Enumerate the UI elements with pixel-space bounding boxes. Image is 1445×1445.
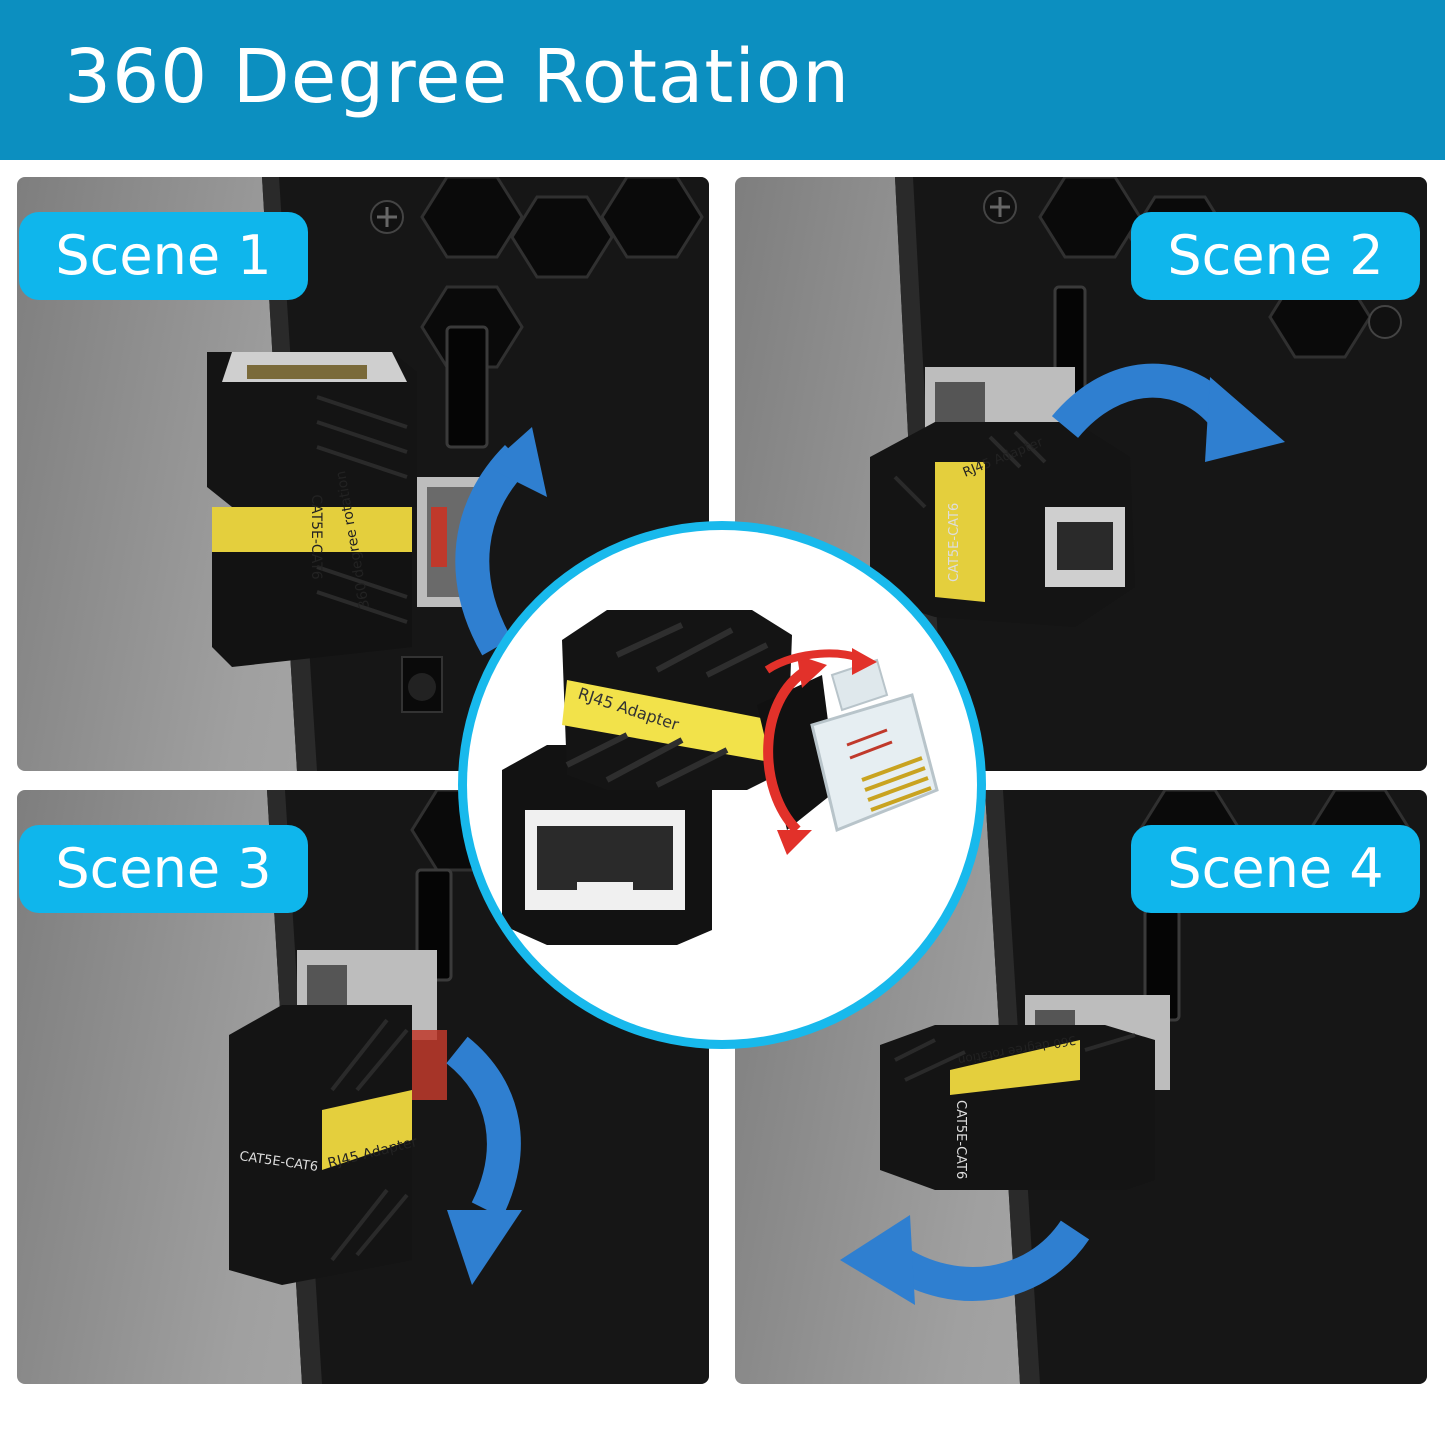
scene-4-label: Scene 4 <box>1131 825 1420 913</box>
scene-1-side-text: CAT5E-CAT6 <box>308 494 324 579</box>
rj45-plug <box>810 658 939 833</box>
scene-1-label: Scene 1 <box>19 212 308 300</box>
arrow-down-icon <box>445 1036 521 1218</box>
header-banner: 360 Degree Rotation <box>0 0 1445 160</box>
center-product-circle: RJ45 Adapter <box>458 521 986 1049</box>
rotation-arrow-icon <box>763 665 810 834</box>
scene-4-side-text: CAT5E-CAT6 <box>953 1100 968 1179</box>
scene-3-photo: CAT5E-CAT6 RJ45 Adapter <box>229 790 709 1384</box>
page-title: 360 Degree Rotation <box>64 34 851 120</box>
scene-4-photo: 360 degree rotation CAT5E-CAT6 <box>840 790 1427 1384</box>
arrow-up-icon <box>455 444 530 656</box>
scene-3-label: Scene 3 <box>19 825 308 913</box>
scene-2-side-text: CAT5E-CAT6 <box>947 503 962 582</box>
rj45-adapter-photo: RJ45 Adapter <box>502 610 939 945</box>
scene-2-label: Scene 2 <box>1131 212 1420 300</box>
arrow-left-icon <box>885 1219 1090 1301</box>
